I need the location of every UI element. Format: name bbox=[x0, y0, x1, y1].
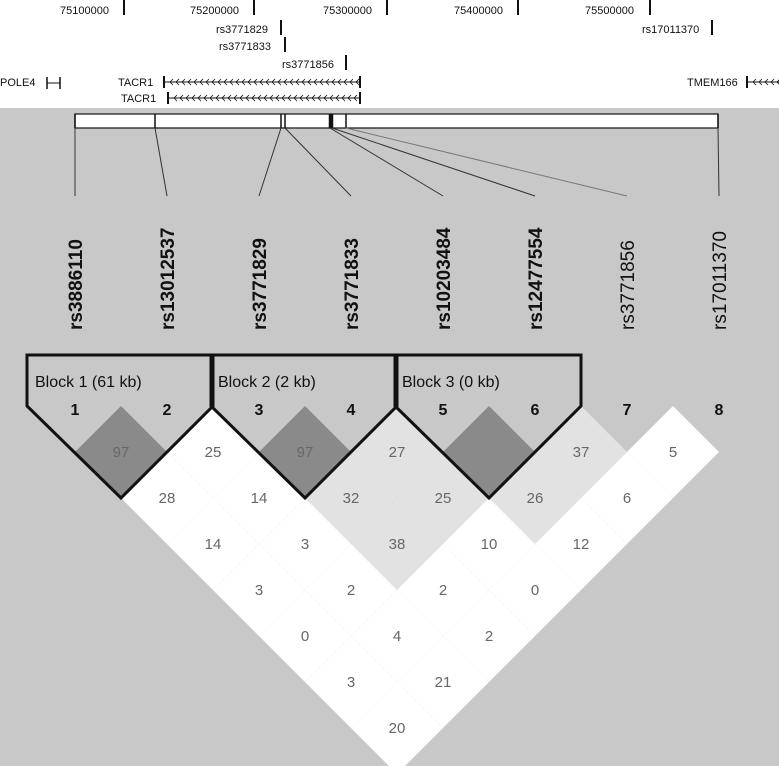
ld-cell-value: 38 bbox=[389, 536, 406, 553]
ld-cell-value: 12 bbox=[573, 536, 590, 553]
gene-label: TMEM166 bbox=[687, 77, 738, 89]
ld-cell-value: 25 bbox=[205, 444, 222, 461]
marker-index: 8 bbox=[715, 402, 724, 419]
snp-name-label: rs3771833 bbox=[342, 238, 363, 330]
snp-position-ticks bbox=[74, 114, 719, 128]
marker-index: 6 bbox=[531, 402, 540, 419]
block-labels: Block 1 (61 kb) Block 2 (2 kb) Block 3 (… bbox=[35, 374, 500, 391]
gene-model-pole4 bbox=[46, 77, 61, 89]
marker-index-row: 1 2 3 4 5 6 7 8 bbox=[71, 402, 724, 419]
marker-index: 4 bbox=[347, 402, 356, 419]
ld-cell-value: 6 bbox=[623, 490, 631, 507]
coordinate-tick-label: 75300000 bbox=[323, 5, 372, 17]
block-outline bbox=[393, 353, 583, 501]
ld-cell-value: 97 bbox=[113, 444, 130, 461]
ld-cell-value: 10 bbox=[481, 536, 498, 553]
coordinate-tick-label: 75100000 bbox=[60, 5, 109, 17]
ld-cell-value: 0 bbox=[301, 628, 309, 645]
ld-cell-value: 32 bbox=[343, 490, 360, 507]
snp-name-label: rs12477554 bbox=[526, 227, 547, 330]
block-outline bbox=[209, 353, 399, 501]
block-label: Block 1 (61 kb) bbox=[35, 374, 142, 391]
marker-index: 2 bbox=[163, 402, 172, 419]
gene-track: POLE4 TACR1 TACR1 TMEM166 bbox=[0, 76, 779, 105]
ld-cell-value: 28 bbox=[159, 490, 176, 507]
block-outline bbox=[25, 353, 215, 501]
ld-cell-value: 3 bbox=[347, 674, 355, 691]
ld-cell-value: 3 bbox=[255, 582, 263, 599]
snp-name-label: rs3771856 bbox=[618, 240, 639, 330]
ld-cell-value: 25 bbox=[435, 490, 452, 507]
ld-cell-value: 27 bbox=[389, 444, 406, 461]
snp-marker-label: rs3771856 bbox=[282, 59, 334, 71]
ld-cell-value: 0 bbox=[531, 582, 539, 599]
marker-index: 1 bbox=[71, 402, 80, 419]
marker-index: 7 bbox=[623, 402, 632, 419]
coordinate-tick-label: 75500000 bbox=[585, 5, 634, 17]
ld-cell-value: 5 bbox=[669, 444, 677, 461]
ld-cell-value: 2 bbox=[347, 582, 355, 599]
ld-cell-value: 2 bbox=[485, 628, 493, 645]
ld-cell-value: 37 bbox=[573, 444, 590, 461]
snp-name-label: rs17011370 bbox=[710, 231, 731, 330]
ld-cell-value: 97 bbox=[297, 444, 314, 461]
gene-label: POLE4 bbox=[0, 77, 35, 89]
snp-name-label: rs3771829 bbox=[250, 238, 271, 330]
ld-cell-value: 21 bbox=[435, 674, 452, 691]
snp-name-label: rs3886110 bbox=[66, 239, 87, 330]
ld-cell-value: 3 bbox=[301, 536, 309, 553]
gene-model-tacr1 bbox=[167, 92, 361, 104]
snp-marker-label: rs3771833 bbox=[219, 41, 271, 53]
marker-index: 3 bbox=[255, 402, 264, 419]
ld-cell-value: 4 bbox=[393, 628, 401, 645]
snp-marker-label: rs3771829 bbox=[216, 24, 268, 36]
snp-connector-lines bbox=[74, 127, 720, 197]
ld-cell bbox=[351, 682, 443, 766]
snp-position-markers: rs3771829 rs3771833 rs3771856 rs17011370 bbox=[216, 20, 713, 71]
block-label: Block 3 (0 kb) bbox=[402, 374, 500, 391]
block-label: Block 2 (2 kb) bbox=[218, 374, 316, 391]
snp-name-label: rs10203484 bbox=[434, 227, 455, 330]
snp-marker-label: rs17011370 bbox=[642, 24, 699, 36]
ld-cell-value: 14 bbox=[205, 536, 222, 553]
ld-cell-value: 2 bbox=[439, 582, 447, 599]
ld-cell-value: 14 bbox=[251, 490, 268, 507]
ld-cell-value: 20 bbox=[389, 720, 406, 737]
marker-index: 5 bbox=[439, 402, 448, 419]
physical-position-bar bbox=[74, 113, 719, 129]
ld-cell-value: 26 bbox=[527, 490, 544, 507]
gene-model-tacr1 bbox=[163, 76, 361, 88]
coordinate-tick-label: 75200000 bbox=[190, 5, 239, 17]
gene-label: TACR1 bbox=[118, 77, 153, 89]
haplotype-blocks bbox=[25, 353, 583, 501]
gene-model-tmem166 bbox=[746, 76, 779, 88]
gene-label: TACR1 bbox=[121, 93, 156, 105]
snp-name-label: rs13012537 bbox=[158, 228, 179, 331]
snp-name-labels: rs3886110 rs13012537 rs3771829 rs3771833… bbox=[66, 227, 731, 330]
coordinate-tick-label: 75400000 bbox=[454, 5, 503, 17]
coordinate-axis: 75100000 75200000 75300000 75400000 7550… bbox=[60, 0, 651, 17]
